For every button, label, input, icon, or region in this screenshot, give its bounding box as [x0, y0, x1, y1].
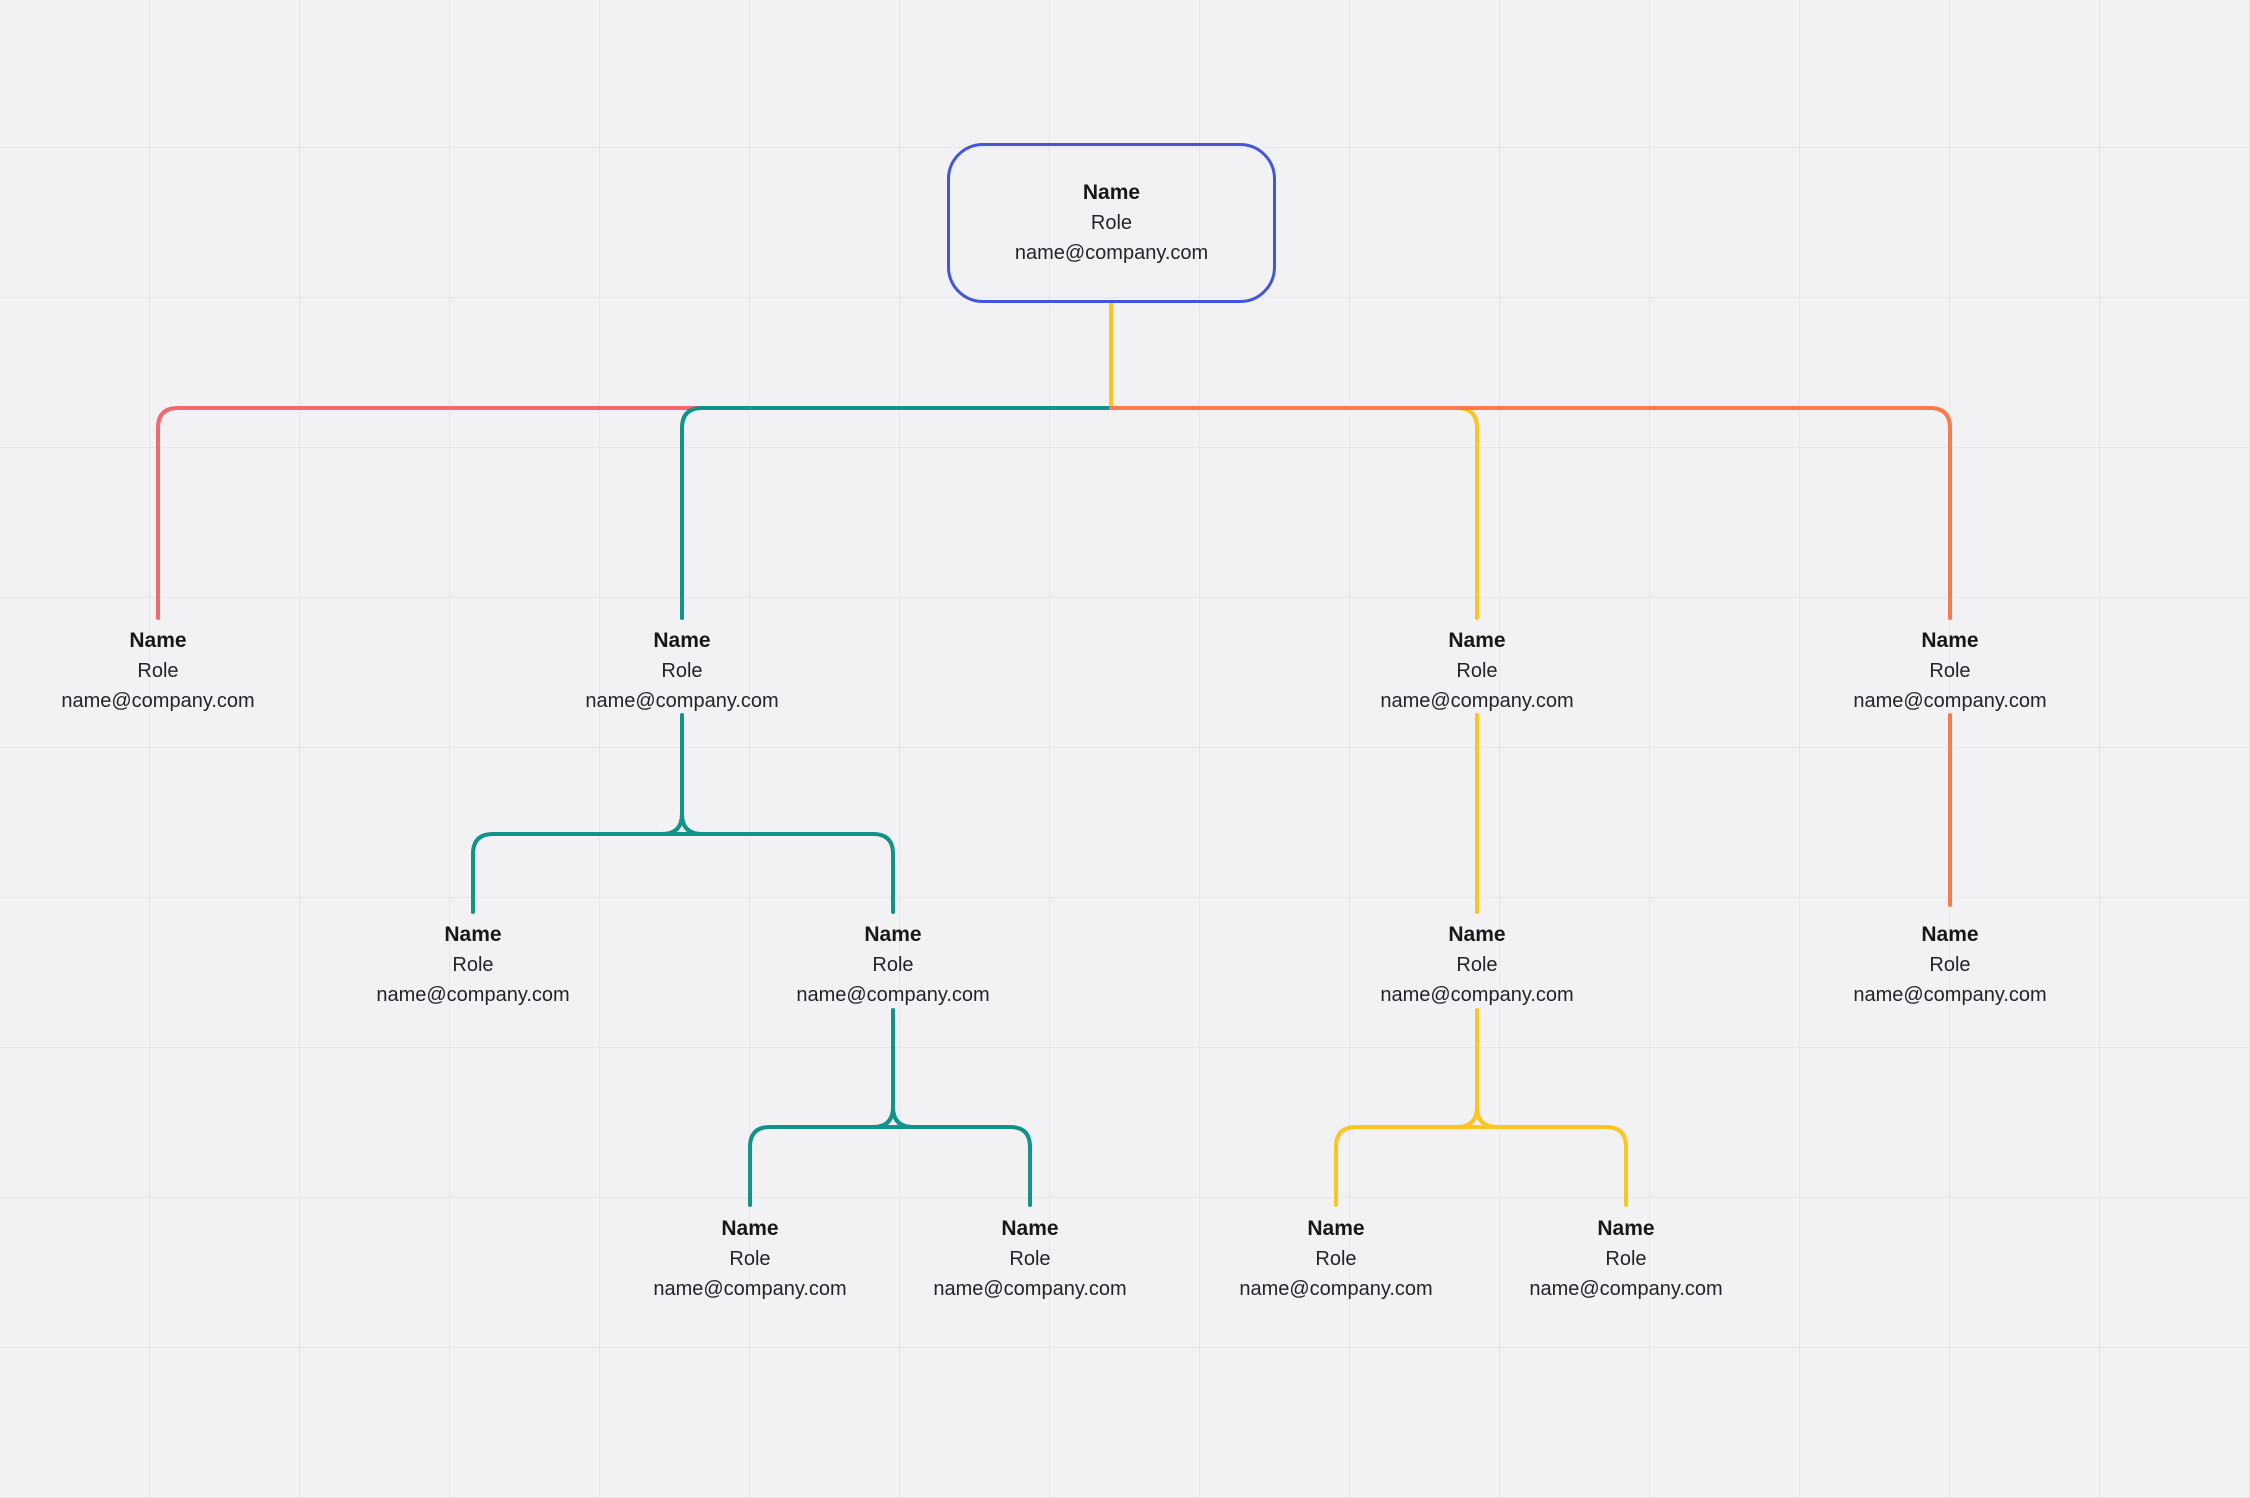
org-node-n8[interactable]: Name Role name@company.com [1800, 920, 2100, 1011]
org-node-name: Name [1001, 1217, 1059, 1240]
org-node-root[interactable]: Name Role name@company.com [947, 143, 1276, 303]
edge-child2-to-right [680, 832, 895, 914]
org-node-role: Role [729, 1248, 771, 1270]
org-node-role: Role [1456, 954, 1498, 976]
org-node-role: Role [661, 660, 703, 682]
org-node-role: Role [452, 954, 494, 976]
org-node-email: name@company.com [1014, 241, 1209, 264]
edge-n6-to-right [891, 1125, 1032, 1207]
org-node-n6[interactable]: Name Role name@company.com [743, 920, 1043, 1011]
edge-child2-bus-cap [660, 813, 704, 836]
org-node-email: name@company.com [653, 1278, 847, 1300]
org-node-name: Name [129, 629, 187, 652]
org-node-name: Name [864, 923, 922, 946]
org-node-name: Name [1597, 1217, 1655, 1240]
edge-child2-to-left [471, 832, 687, 914]
org-node-name: Name [721, 1217, 779, 1240]
org-node-email: name@company.com [796, 984, 990, 1006]
org-node-name: Name [1921, 629, 1979, 652]
org-node-email: name@company.com [1853, 690, 2047, 712]
org-node-name: Name [1448, 629, 1506, 652]
edge-n7-bus-cap [1455, 1106, 1499, 1129]
org-node-name: Name [444, 923, 502, 946]
org-node-role: Role [1315, 1248, 1357, 1270]
org-node-role: Role [1605, 1248, 1647, 1270]
org-node-email: name@company.com [61, 690, 255, 712]
edge-root-to-child-4 [1109, 406, 1952, 620]
edge-n6-bus-cap [871, 1106, 915, 1129]
org-node-name: Name [1082, 180, 1141, 204]
org-node-n10[interactable]: Name Role name@company.com [880, 1214, 1180, 1305]
org-node-email: name@company.com [1380, 690, 1574, 712]
org-node-n3[interactable]: Name Role name@company.com [1327, 626, 1627, 717]
org-node-name: Name [653, 629, 711, 652]
org-node-email: name@company.com [585, 690, 779, 712]
org-node-email: name@company.com [1239, 1278, 1433, 1300]
org-node-n12[interactable]: Name Role name@company.com [1476, 1214, 1776, 1305]
org-node-n11[interactable]: Name Role name@company.com [1186, 1214, 1486, 1305]
org-node-n1[interactable]: Name Role name@company.com [8, 626, 308, 717]
org-node-role: Role [1929, 954, 1971, 976]
org-node-name: Name [1921, 923, 1979, 946]
org-node-role: Role [872, 954, 914, 976]
org-node-n5[interactable]: Name Role name@company.com [323, 920, 623, 1011]
org-node-role: Role [1456, 660, 1498, 682]
org-node-role: Role [137, 660, 179, 682]
org-node-role: Role [1009, 1248, 1051, 1270]
org-node-role: Role [1929, 660, 1971, 682]
org-node-name: Name [1307, 1217, 1365, 1240]
org-node-n2[interactable]: Name Role name@company.com [532, 626, 832, 717]
edge-root-to-child-1 [156, 406, 1113, 620]
edge-n7-to-right [1475, 1125, 1628, 1207]
edge-root-to-child-3 [1109, 406, 1479, 620]
org-node-email: name@company.com [1529, 1278, 1723, 1300]
org-node-name: Name [1448, 923, 1506, 946]
org-node-email: name@company.com [1853, 984, 2047, 1006]
org-node-n4[interactable]: Name Role name@company.com [1800, 626, 2100, 717]
edge-root-to-child-2 [680, 406, 1113, 620]
edge-n6-to-left [748, 1125, 895, 1207]
org-node-email: name@company.com [1380, 984, 1574, 1006]
edge-n7-to-left [1334, 1125, 1479, 1207]
org-node-n7[interactable]: Name Role name@company.com [1327, 920, 1627, 1011]
org-node-email: name@company.com [933, 1278, 1127, 1300]
org-node-email: name@company.com [376, 984, 570, 1006]
org-node-role: Role [1090, 211, 1133, 234]
org-node-n9[interactable]: Name Role name@company.com [600, 1214, 900, 1305]
